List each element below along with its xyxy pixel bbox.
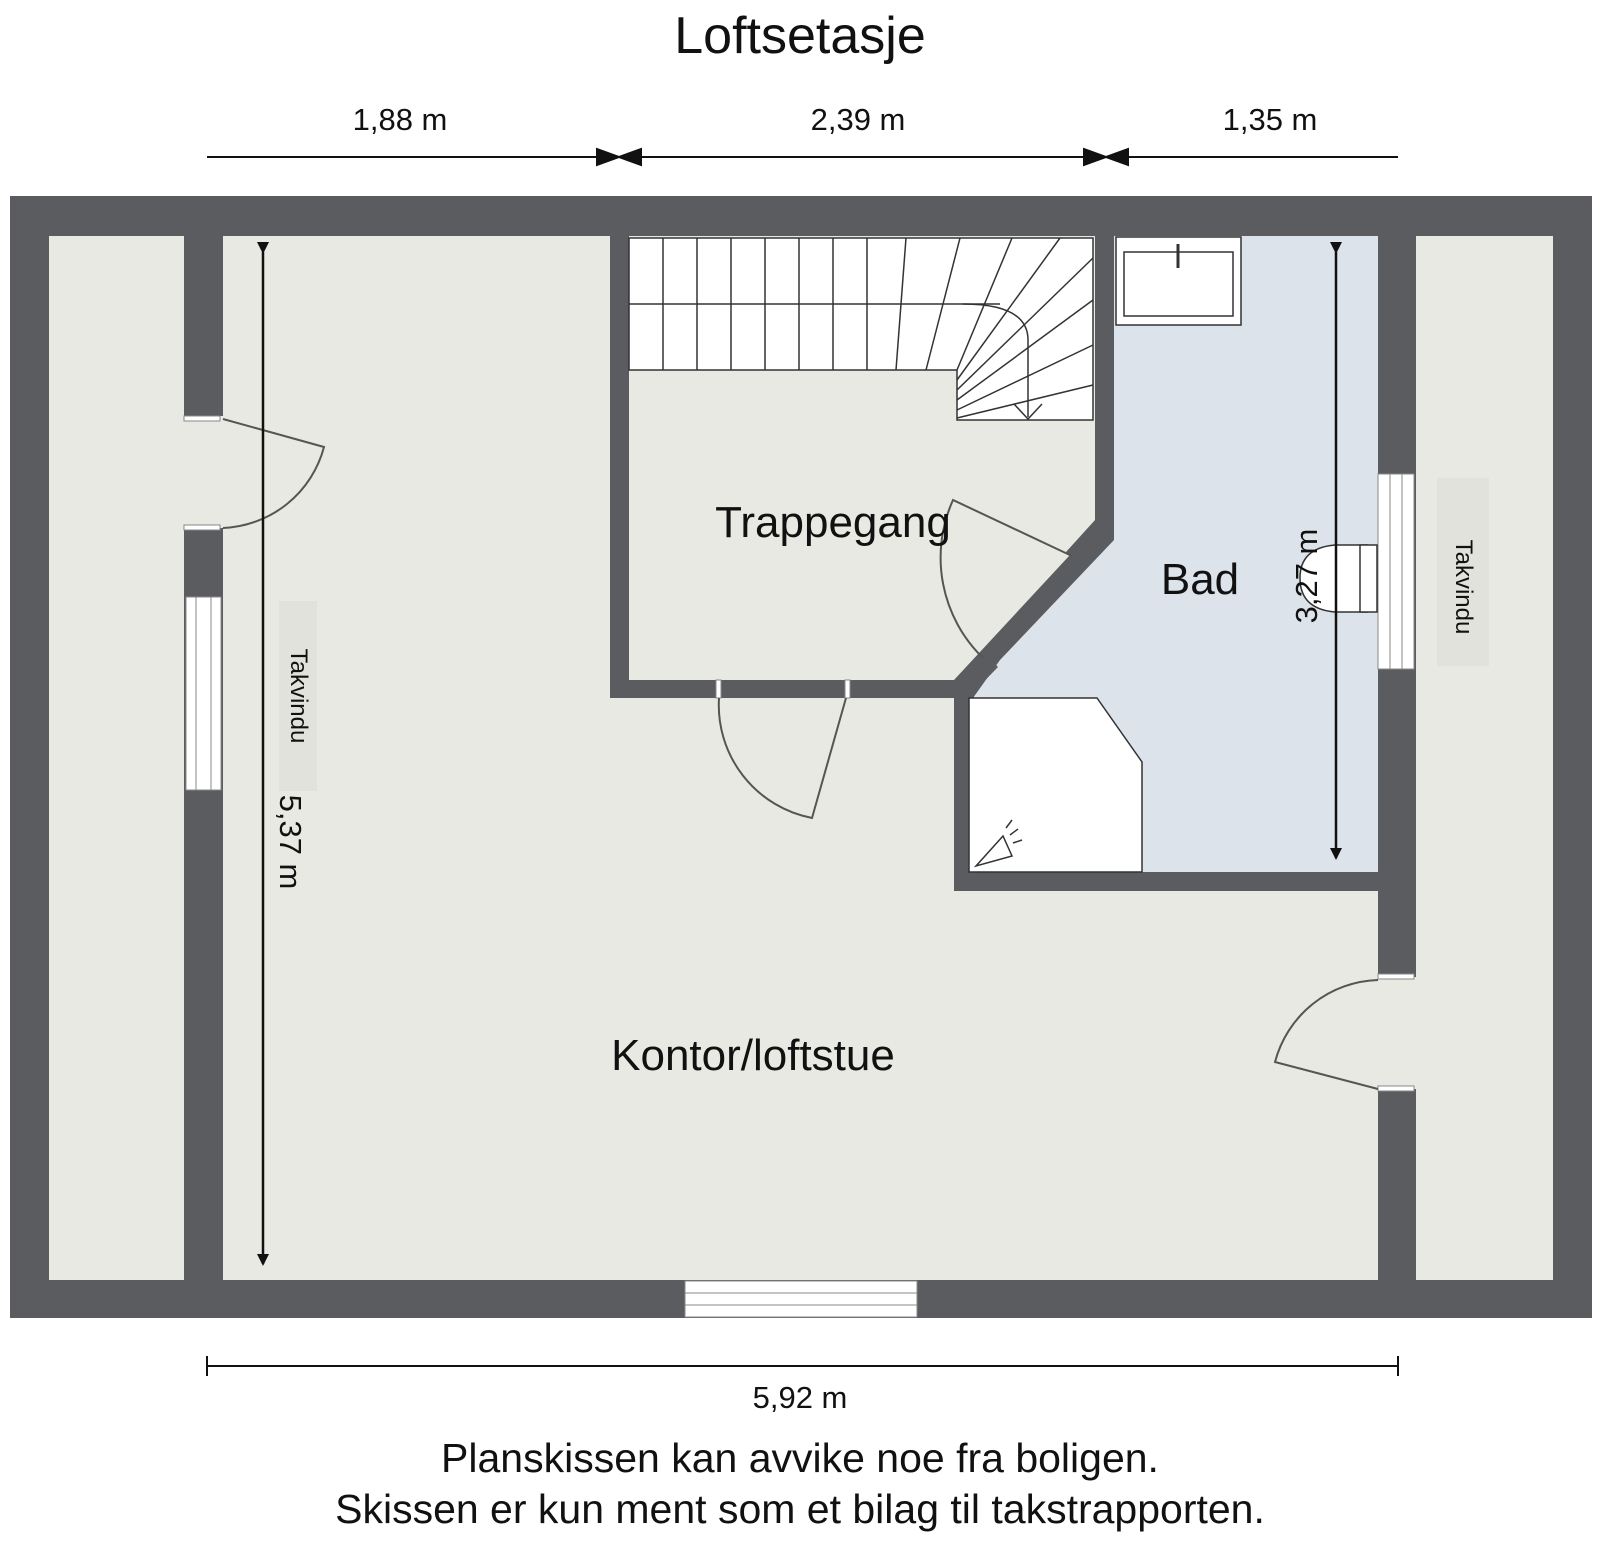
wall [954, 652, 998, 700]
footer-line-1: Planskissen kan avvike noe fra boligen. [441, 1435, 1159, 1481]
page-title: Loftsetasje [674, 7, 926, 65]
dimension-top-right: 1,35 m [1222, 102, 1318, 137]
dimension-bad-height: 3,27 m [1289, 528, 1324, 624]
takvindu-left-label: Takvindu [285, 648, 312, 744]
wall [848, 680, 974, 698]
wall [954, 872, 1378, 891]
footer-line-2: Skissen er kun ment som et bilag til tak… [335, 1486, 1265, 1532]
window-left [185, 596, 222, 791]
wall [610, 680, 720, 698]
wall [610, 236, 629, 698]
room-label-bad: Bad [1160, 555, 1240, 604]
wall [1378, 236, 1416, 1280]
door-opening [1378, 977, 1416, 1089]
staircase [628, 237, 1094, 421]
dimension-bottom-total: 5,92 m [752, 1380, 848, 1415]
door-swing [222, 418, 326, 529]
room-label-kontor: Kontor/loftstue [611, 1031, 895, 1080]
dimension-top-mid: 2,39 m [810, 102, 906, 137]
sink [1115, 236, 1242, 326]
door-opening [184, 416, 223, 528]
main-floor [223, 236, 1378, 1280]
door-swing [939, 498, 1073, 659]
room-label-trappegang: Trappegang [715, 498, 951, 547]
door-swing [1273, 979, 1379, 1090]
stair-steps [629, 237, 1094, 421]
takvindu-right-label: Takvindu [1450, 539, 1477, 635]
wall [1095, 236, 1114, 528]
dimension-left-height: 5,37 m [273, 794, 308, 890]
window-right [1377, 473, 1415, 670]
window-bottom [684, 1280, 918, 1318]
shower [968, 697, 1143, 873]
right-eave-floor [1416, 236, 1553, 1280]
wall [1066, 520, 1114, 568]
door-swing [717, 697, 847, 820]
dimension-top-left: 1,88 m [352, 102, 448, 137]
left-eave-floor [49, 236, 184, 1280]
